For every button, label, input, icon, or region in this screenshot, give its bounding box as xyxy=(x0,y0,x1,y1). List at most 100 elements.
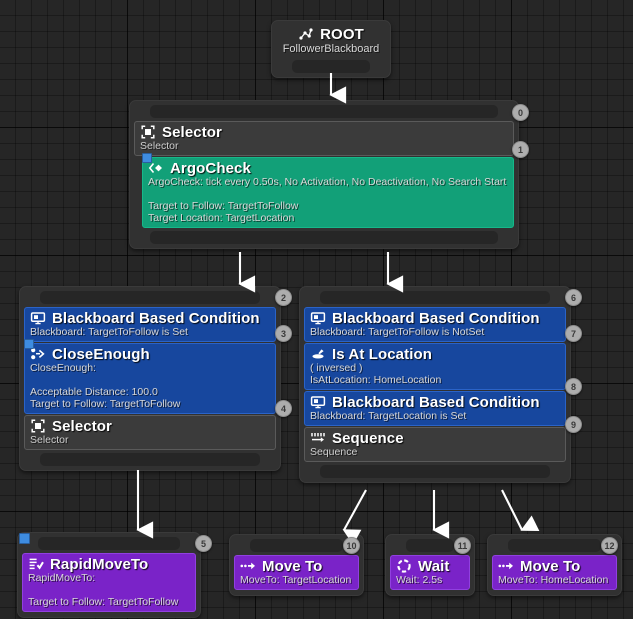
right-dec1-subtitle: Blackboard: TargetToFollow is NotSet xyxy=(310,326,485,338)
index-badge-right-dec3: 9 xyxy=(565,416,582,433)
service-marker-icon xyxy=(142,153,152,163)
selector-top-output-pin[interactable] xyxy=(150,231,498,244)
wait-title-row: Wait xyxy=(396,558,464,574)
root-subtitle: FollowerBlackboard xyxy=(282,43,380,55)
task-wait[interactable]: Wait Wait: 2.5s xyxy=(390,555,470,590)
left-dec1-subtitle: Blackboard: TargetToFollow is Set xyxy=(30,326,188,338)
index-badge-wait: 11 xyxy=(454,537,471,554)
service-argocheck-title-row: ArgoCheck xyxy=(148,160,508,176)
rapid-move-to-subtitle: RapidMoveTo: Target to Follow: TargetToF… xyxy=(28,572,179,608)
left-dec2-title: CloseEnough xyxy=(52,345,150,363)
wait-subtitle: Wait: 2.5s xyxy=(396,574,443,586)
service-argocheck[interactable]: ArgoCheck ArgoCheck: tick every 0.50s, N… xyxy=(142,153,514,228)
node-rapid-move-to[interactable]: RapidMoveTo RapidMoveTo: Target to Follo… xyxy=(17,532,212,618)
right-composite-title-row: Sequence xyxy=(310,430,560,446)
index-badge-rapid-move-to: 5 xyxy=(195,535,212,552)
index-badge-right-dec1: 7 xyxy=(565,325,582,342)
selector-top-composite[interactable]: Selector Selector xyxy=(134,121,514,156)
right-composite-sequence[interactable]: Sequence Sequence xyxy=(304,427,566,462)
right-dec2-title: Is At Location xyxy=(332,345,433,363)
sequence-arrow-icon xyxy=(311,433,325,442)
task-move-to-target[interactable]: Move To MoveTo: TargetLocation xyxy=(234,555,359,590)
node-move-to-home[interactable]: Move To MoveTo: HomeLocation 12 xyxy=(487,534,622,596)
left-dec1-title: Blackboard Based Condition xyxy=(52,309,260,327)
move-to-icon xyxy=(498,562,513,570)
left-branch-output-pin[interactable] xyxy=(40,453,260,466)
service-argocheck-subtitle: ArgoCheck: tick every 0.50s, No Activati… xyxy=(148,176,507,224)
index-badge-selector-composite: 1 xyxy=(512,141,529,158)
location-icon xyxy=(312,349,324,359)
move-to-target-title-row: Move To xyxy=(240,558,353,574)
left-dec2-title-row: CloseEnough xyxy=(30,346,270,362)
left-composite-title: Selector xyxy=(52,417,112,435)
node-root[interactable]: ROOT FollowerBlackboard xyxy=(271,20,391,78)
rapid-move-to-input-pin[interactable] xyxy=(38,537,180,550)
root-output-pin[interactable] xyxy=(292,60,370,73)
left-composite-selector[interactable]: Selector Selector xyxy=(24,415,276,450)
task-move-to-home[interactable]: Move To MoveTo: HomeLocation xyxy=(492,555,617,590)
decorator-blackboard-target-set[interactable]: Blackboard Based Condition Blackboard: T… xyxy=(24,307,276,342)
right-dec2-title-row: Is At Location xyxy=(310,346,560,362)
right-branch-input-pin[interactable] xyxy=(320,291,550,304)
root-title: ROOT xyxy=(320,25,364,43)
left-branch-input-pin[interactable] xyxy=(40,291,260,304)
index-badge-move-to-target: 10 xyxy=(343,537,360,554)
right-dec1-title-row: Blackboard Based Condition xyxy=(310,310,560,326)
right-branch-output-pin[interactable] xyxy=(320,465,550,478)
left-composite-subtitle: Selector xyxy=(30,434,69,446)
decorator-marker-icon xyxy=(24,339,34,349)
index-badge-right-dec2: 8 xyxy=(565,378,582,395)
right-dec3-title-row: Blackboard Based Condition xyxy=(310,394,560,410)
right-composite-title: Sequence xyxy=(332,429,404,447)
decorator-arrow-icon xyxy=(31,348,45,360)
node-wait[interactable]: Wait Wait: 2.5s 11 xyxy=(385,534,475,596)
selector-brackets-icon xyxy=(31,419,45,433)
selector-top-input-pin[interactable] xyxy=(150,105,498,118)
rapid-move-to-title: RapidMoveTo xyxy=(50,555,149,573)
right-dec1-title: Blackboard Based Condition xyxy=(332,309,540,327)
wait-title: Wait xyxy=(418,557,450,575)
right-composite-subtitle: Sequence xyxy=(310,446,358,458)
service-diamond-icon xyxy=(148,162,162,174)
selector-brackets-icon xyxy=(141,125,155,139)
move-to-home-title-row: Move To xyxy=(498,558,611,574)
decorator-closeenough[interactable]: CloseEnough CloseEnough: Acceptable Dist… xyxy=(24,339,276,414)
root-graph-icon xyxy=(299,28,313,40)
left-dec1-title-row: Blackboard Based Condition xyxy=(30,310,270,326)
left-composite-title-row: Selector xyxy=(30,418,270,434)
selector-top-title: Selector xyxy=(162,123,222,141)
move-to-target-subtitle: MoveTo: TargetLocation xyxy=(240,574,352,586)
move-to-target-title: Move To xyxy=(262,557,323,575)
wait-input-pin[interactable] xyxy=(406,539,454,552)
move-to-home-input-pin[interactable] xyxy=(508,539,601,552)
left-dec2-subtitle: CloseEnough: Acceptable Distance: 100.0 … xyxy=(30,362,181,410)
move-to-icon xyxy=(240,562,255,570)
decorator-blackboard-target-notset[interactable]: Blackboard Based Condition Blackboard: T… xyxy=(304,307,566,342)
task-rapid-move-to[interactable]: RapidMoveTo RapidMoveTo: Target to Follo… xyxy=(22,553,196,612)
selector-top-title-row: Selector xyxy=(140,124,508,140)
root-title-row: ROOT xyxy=(281,26,381,42)
move-to-target-input-pin[interactable] xyxy=(250,539,343,552)
node-move-to-target[interactable]: Move To MoveTo: TargetLocation 10 xyxy=(229,534,364,596)
node-left-branch[interactable]: Blackboard Based Condition Blackboard: T… xyxy=(19,286,292,471)
selector-top-subtitle: Selector xyxy=(140,140,179,152)
blackboard-monitor-icon xyxy=(310,312,326,325)
node-right-branch[interactable]: Blackboard Based Condition Blackboard: T… xyxy=(299,286,582,483)
move-to-home-title: Move To xyxy=(520,557,581,575)
right-dec3-subtitle: Blackboard: TargetLocation is Set xyxy=(310,410,467,422)
node-selector-top[interactable]: Selector Selector ArgoCheck ArgoCheck: t… xyxy=(129,100,529,249)
index-badge-left-dec2: 4 xyxy=(275,400,292,417)
blackboard-monitor-icon xyxy=(30,312,46,325)
blackboard-monitor-icon xyxy=(310,396,326,409)
decorator-blackboard-targetlocation-set[interactable]: Blackboard Based Condition Blackboard: T… xyxy=(304,391,566,426)
index-badge-left-branch: 2 xyxy=(275,289,292,306)
right-dec3-title: Blackboard Based Condition xyxy=(332,393,540,411)
rapid-move-to-marker-icon xyxy=(19,533,30,544)
wait-clock-icon xyxy=(397,559,411,573)
index-badge-right-branch: 6 xyxy=(565,289,582,306)
move-to-home-subtitle: MoveTo: HomeLocation xyxy=(498,574,609,586)
decorator-is-at-location[interactable]: Is At Location ( inversed ) IsAtLocation… xyxy=(304,343,566,390)
root-body: ROOT FollowerBlackboard xyxy=(276,25,386,57)
